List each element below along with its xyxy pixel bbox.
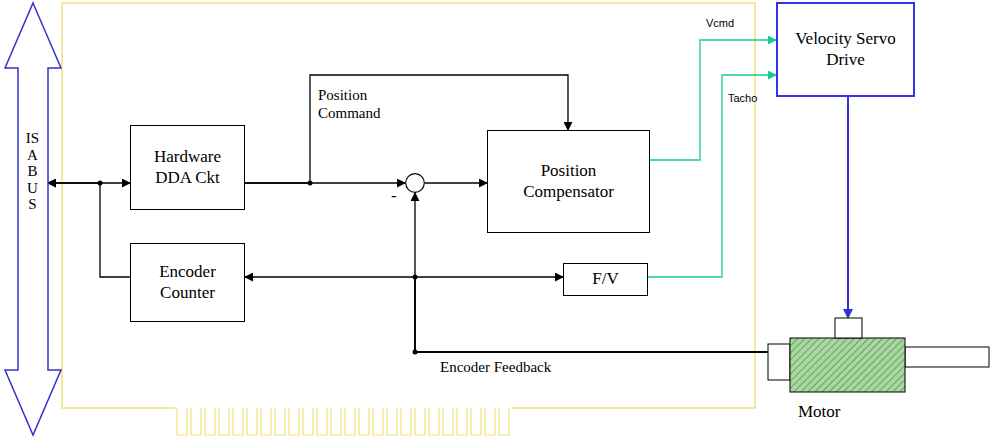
- sign-label: -: [391, 187, 397, 204]
- signal-label: Vcmd: [706, 17, 734, 30]
- node-label: Hardware DDA Ckt: [137, 147, 238, 188]
- node-label: Velocity Servo Drive: [784, 29, 907, 70]
- signal-label: Tacho: [728, 92, 757, 105]
- edge-connector-fingers: [175, 408, 512, 438]
- node-label: Motor: [798, 402, 841, 422]
- process-box: Hardware DDA Ckt: [130, 125, 245, 210]
- board-outline: [62, 3, 755, 408]
- summing-circle: [405, 173, 425, 193]
- signal-label: Encoder Feedback: [440, 358, 551, 376]
- signal-line: [245, 277, 768, 352]
- process-box: F/V: [563, 263, 648, 296]
- node-label: Position Compensator: [494, 161, 643, 202]
- drive-box: Velocity Servo Drive: [776, 2, 915, 97]
- signal-line: [648, 75, 776, 277]
- signal-line: [48, 183, 130, 277]
- motor-body: [768, 318, 905, 392]
- bus-outline: [4, 2, 62, 436]
- process-box: Encoder Counter: [130, 243, 245, 322]
- process-box: Position Compensator: [487, 130, 650, 233]
- bus-arrow: ISA BUS: [4, 2, 62, 436]
- motor-symbol: Motor: [768, 318, 905, 392]
- signal-line: [425, 182, 487, 183]
- signal-line: [245, 182, 405, 183]
- signal-line: [650, 40, 776, 160]
- signal-line: [847, 97, 849, 318]
- node-label: Encoder Counter: [137, 262, 238, 303]
- node-label: ISA BUS: [25, 130, 40, 213]
- summing-junction: -: [405, 173, 425, 193]
- signal-label: Position Command: [318, 86, 400, 122]
- node-label: F/V: [592, 269, 618, 289]
